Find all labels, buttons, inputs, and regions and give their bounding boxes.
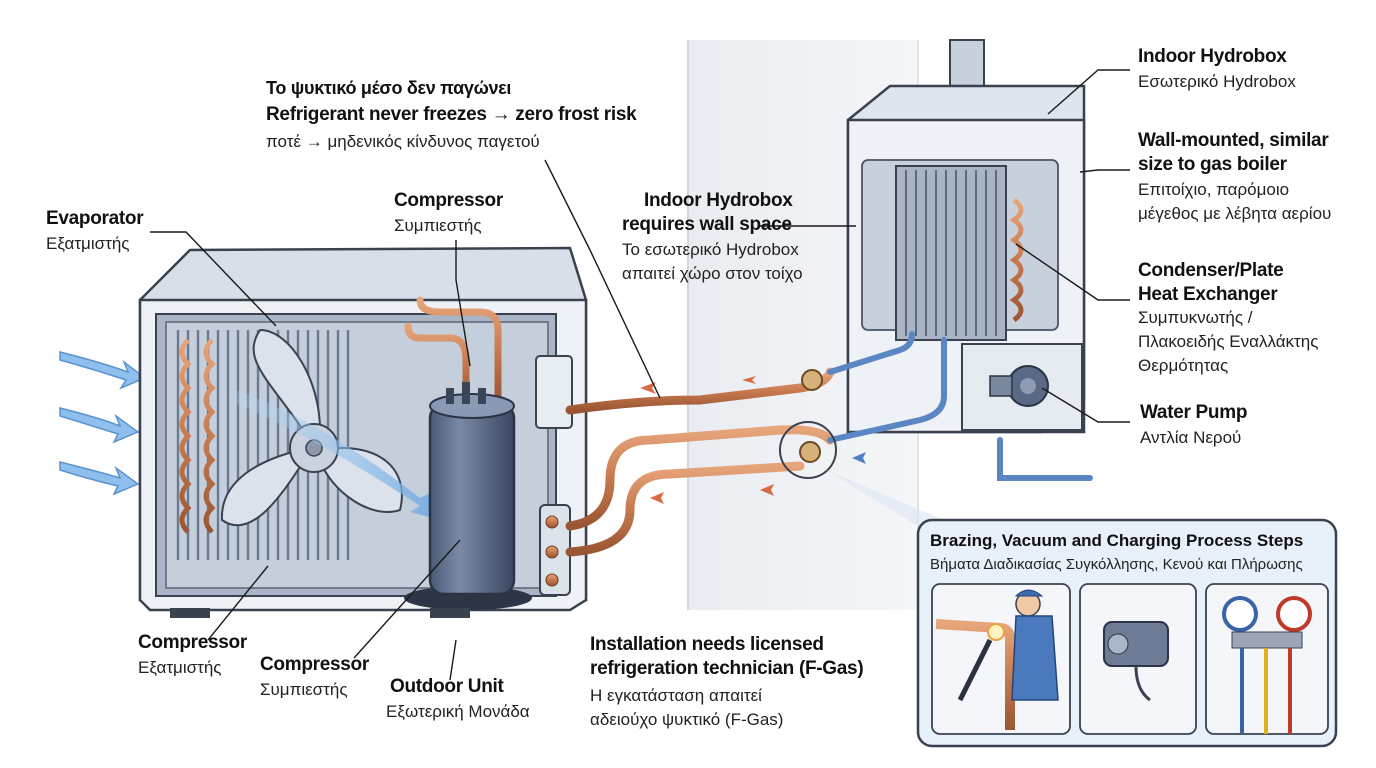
evaporator-label: Evaporator — [46, 208, 144, 229]
installation-label-greek-1: Η εγκατάσταση απαιτεί — [590, 686, 762, 705]
airflow-stream — [230, 390, 440, 520]
magnifier-circle — [779, 421, 837, 479]
control-box — [535, 355, 573, 429]
refrigerant-lines — [565, 367, 835, 557]
wall-mounted-label-greek-1: Επιτοίχιο, παρόμοιο — [1138, 180, 1290, 199]
wall-mounted-label-greek-2: μέγεθος με λέβητα αερίου — [1138, 204, 1332, 223]
plate-heat-exchanger — [895, 165, 1024, 341]
flow-arrows — [640, 376, 774, 504]
outdoor-unit-label-greek: Εξωτερική Μονάδα — [386, 702, 530, 721]
compressor-top-label: Compressor — [394, 190, 503, 211]
evaporator-label-greek: Εξατμιστής — [46, 234, 130, 253]
airflow-arrows — [59, 351, 147, 496]
water-pump — [989, 365, 1049, 407]
indoor-hydrobox — [799, 39, 1093, 481]
condenser-label-greek-1: Συμπυκνωτής / — [1138, 308, 1253, 327]
installation-label-greek-2: αδειούχο ψυκτικό (F-Gas) — [590, 710, 784, 729]
compressor-left-label: Compressor — [138, 632, 247, 653]
service-valves — [539, 504, 571, 596]
condenser-label-2: Heat Exchanger — [1138, 284, 1278, 305]
outdoor-unit-label: Outdoor Unit — [390, 676, 504, 697]
compressor-bottom-label: Compressor — [260, 654, 369, 675]
frost-label-greek-2: ποτέ → μηδενικός κίνδυνος παγετού — [266, 132, 540, 151]
brazing-step-image — [931, 583, 1071, 735]
water-pipes — [827, 331, 1093, 481]
charging-step-image — [1205, 583, 1329, 735]
frost-label-english: Refrigerant never freezes → zero frost r… — [266, 104, 637, 125]
wall-space-label-1: Indoor Hydrobox — [644, 190, 793, 211]
condenser-label-greek-2: Πλακοειδής Εναλλάκτης — [1138, 332, 1319, 351]
water-pump-label-greek: Αντλία Νερού — [1140, 428, 1242, 447]
condenser-label-greek-3: Θερμότητας — [1138, 356, 1229, 375]
frost-label-greek-1: Το ψυκτικό μέσο δεν παγώνει — [266, 78, 512, 98]
wall-mounted-label-1: Wall-mounted, similar — [1138, 130, 1329, 151]
vacuum-step-image — [1079, 583, 1197, 735]
wall-space-label-greek-1: Το εσωτερικό Hydrobox — [622, 240, 799, 259]
outdoor-unit — [138, 246, 588, 618]
installation-label-1: Installation needs licensed — [590, 634, 824, 655]
condenser-label-1: Condenser/Plate — [1138, 260, 1284, 281]
process-panel — [916, 518, 1338, 748]
compressor-left-label-greek: Εξατμιστής — [138, 658, 222, 677]
hydrobox-label: Indoor Hydrobox — [1138, 46, 1287, 67]
process-panel-subtitle: Βήματα Διαδικασίας Συγκόλλησης, Κενού κα… — [930, 556, 1303, 573]
wall-space-label-2: requires wall space — [622, 214, 792, 235]
compressor-top-label-greek: Συμπιεστής — [394, 216, 482, 235]
wall-space-label-greek-2: απαιτεί χώρο στον τοίχο — [622, 264, 803, 283]
compressor-bottom-label-greek: Συμπιεστής — [260, 680, 348, 699]
hydrobox-label-greek: Εσωτερικό Hydrobox — [1138, 72, 1296, 91]
compressor — [404, 382, 532, 610]
process-panel-title: Brazing, Vacuum and Charging Process Ste… — [930, 531, 1304, 550]
leader-lines — [150, 69, 1130, 681]
water-pump-label: Water Pump — [1140, 402, 1248, 423]
installation-label-2: refrigeration technician (F-Gas) — [590, 658, 864, 679]
wall-mounted-label-2: size to gas boiler — [1138, 154, 1287, 175]
evaporator-coil — [179, 338, 216, 534]
